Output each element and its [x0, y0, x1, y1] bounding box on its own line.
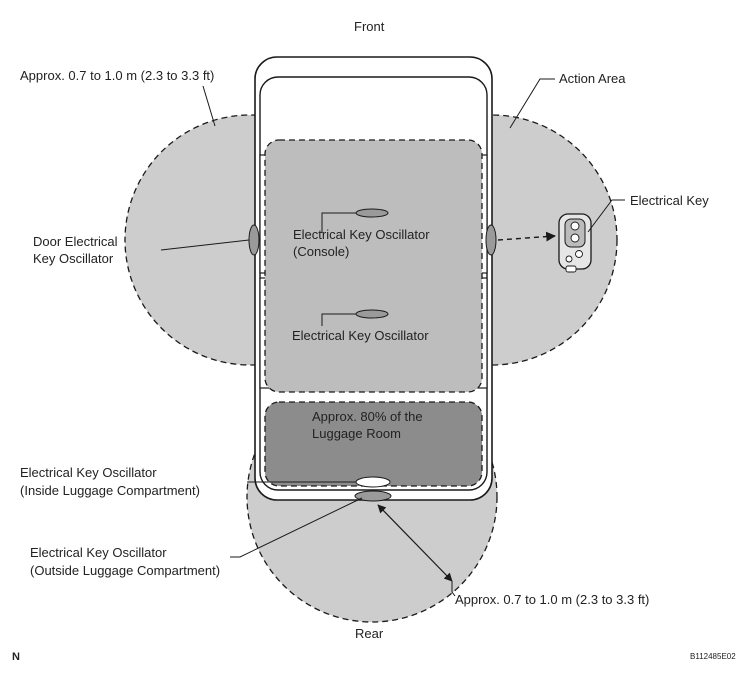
inside-luggage-oscillator [355, 476, 391, 488]
cabin-detection-area [264, 139, 483, 393]
outside-luggage-oscillator [354, 490, 392, 502]
console-oscillator-leader [321, 212, 356, 233]
right-door-oscillator [485, 224, 497, 256]
outside-oscillator-leader [230, 497, 363, 558]
rear-label: Rear [355, 626, 384, 641]
rear-range-leader [451, 581, 456, 597]
outside-oscillator-label-line2: (Outside Luggage Compartment) [30, 563, 220, 578]
middle-oscillator [355, 309, 389, 319]
key-fob-panic-button [565, 255, 573, 263]
electrical-key-fob [558, 213, 592, 273]
electrical-key-leader [587, 199, 625, 233]
key-fob-button-panel [564, 218, 586, 248]
luggage-area-label-line1: Approx. 80% of the [312, 409, 423, 424]
console-oscillator [355, 208, 389, 218]
key-fob-lock-button [570, 221, 580, 231]
inside-oscillator-label-line1: Electrical Key Oscillator [20, 465, 157, 480]
range-top-label: Approx. 0.7 to 1.0 m (2.3 to 3.3 ft) [20, 68, 214, 83]
console-oscillator-label-line1: Electrical Key Oscillator [293, 227, 430, 242]
console-oscillator-label-line2: (Console) [293, 244, 349, 259]
key-fob-trunk-button [575, 250, 583, 258]
corner-letter: N [12, 651, 20, 663]
action-area-label: Action Area [559, 71, 626, 86]
figure-code: B112485E02 [690, 652, 736, 661]
middle-oscillator-label: Electrical Key Oscillator [292, 328, 429, 343]
text-labels: Front Rear Approx. 0.7 to 1.0 m (2.3 to … [12, 19, 736, 663]
inside-oscillator-label-line2: (Inside Luggage Compartment) [20, 483, 200, 498]
key-fob-ring [565, 265, 577, 273]
front-label: Front [354, 19, 385, 34]
luggage-area-label-line2: Luggage Room [312, 426, 401, 441]
rear-range-dimension-arrow [377, 504, 453, 582]
range-top-leader [202, 85, 216, 127]
leader-lines [160, 78, 625, 558]
door-oscillator-label-line2: Key Oscillator [33, 251, 114, 266]
left-door-oscillator [248, 224, 260, 256]
oscillators [248, 208, 497, 502]
key-fob-unlock-button [570, 233, 580, 243]
middle-oscillator-leader [321, 313, 356, 326]
door-oscillator-label-line1: Door Electrical [33, 234, 118, 249]
outside-oscillator-label-line1: Electrical Key Oscillator [30, 545, 167, 560]
door-to-key-signal-arrow [497, 231, 556, 242]
electrical-key-label: Electrical Key [630, 193, 709, 208]
action-area-leader [509, 78, 555, 129]
door-oscillator-leader [160, 239, 250, 251]
range-bottom-label: Approx. 0.7 to 1.0 m (2.3 to 3.3 ft) [455, 592, 649, 607]
